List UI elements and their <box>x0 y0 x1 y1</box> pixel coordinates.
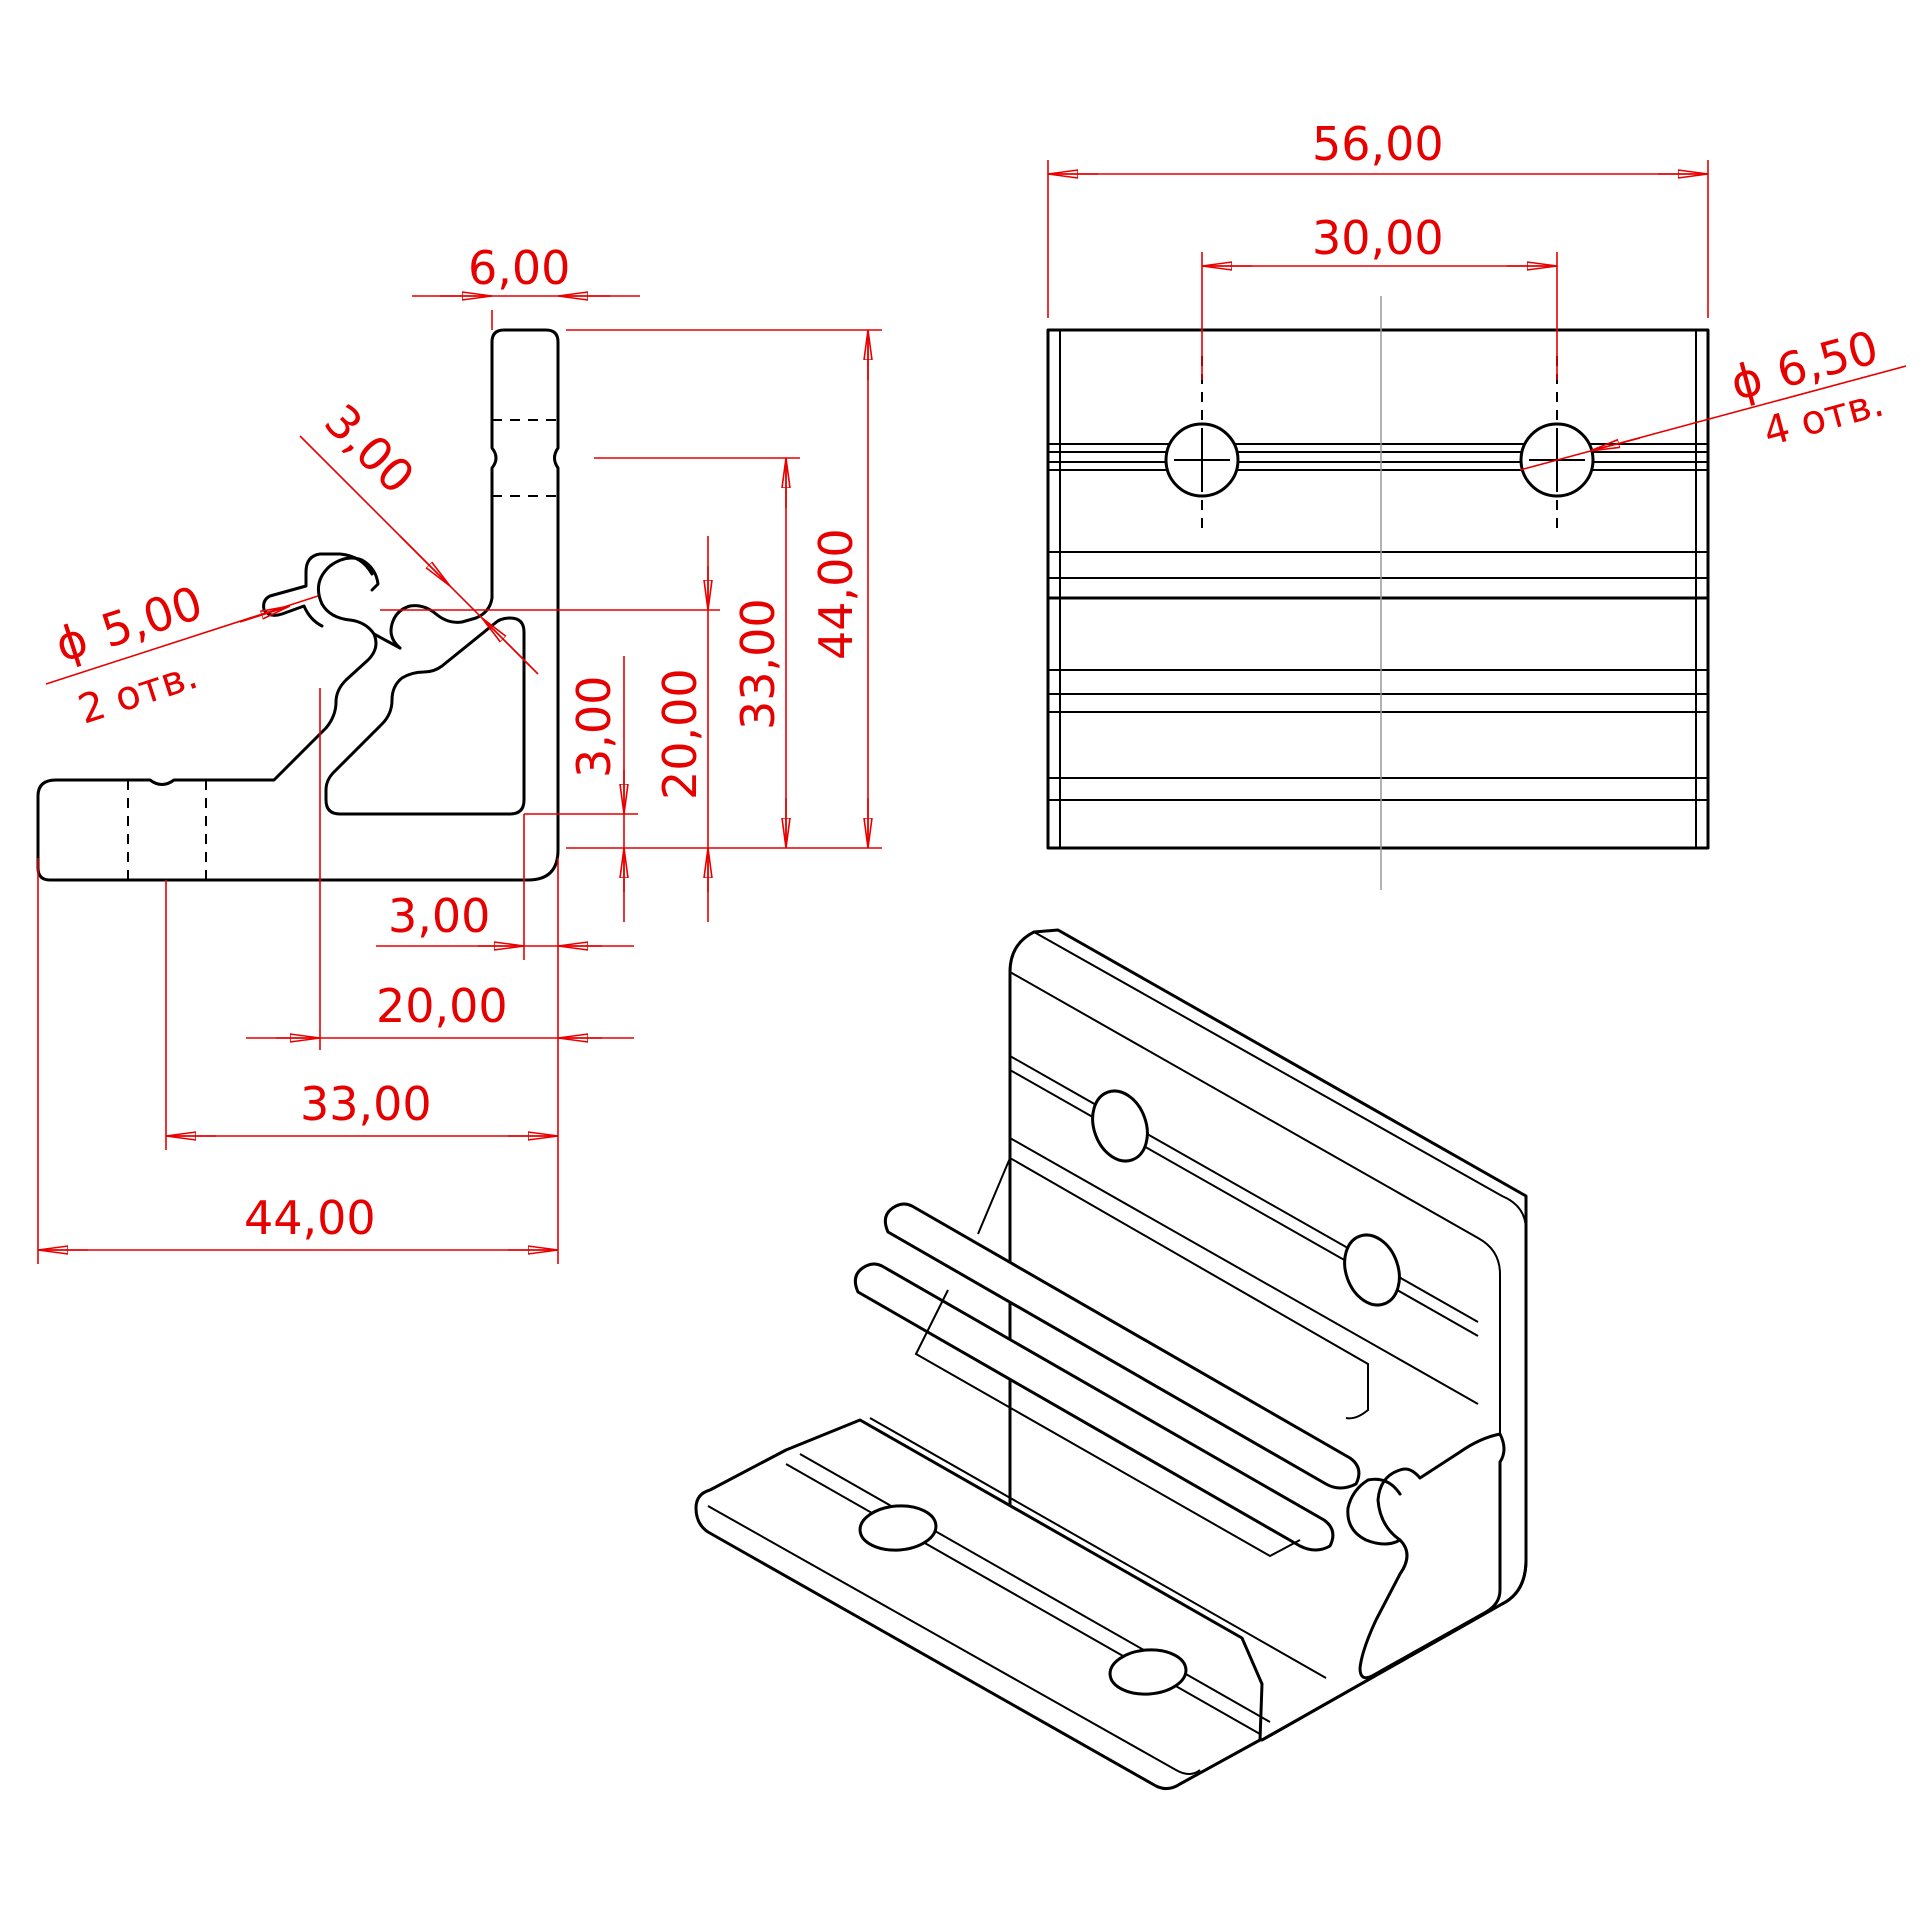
dim-hole5-arrow <box>239 606 290 623</box>
top-view-outline <box>1046 328 1710 850</box>
iso-base-groove-1 <box>785 1463 1261 1735</box>
side-vertical-inner-edge <box>389 340 498 650</box>
iso-base-groove-3 <box>869 1417 1327 1679</box>
iso-rib-2 <box>853 1262 1335 1552</box>
dim-hole65-leader <box>1519 365 1907 471</box>
iso-base-groove-2 <box>799 1453 1271 1723</box>
dim-20b-label: 20,00 <box>376 979 508 1033</box>
dim-6-label: 6,00 <box>468 241 570 295</box>
dim-20r-label: 20,00 <box>653 668 707 800</box>
side-hook-upper <box>304 552 402 650</box>
dim-hole65-arrow <box>1590 437 1641 451</box>
isometric-view <box>694 928 1528 1791</box>
iso-vertical-groove-2 <box>1009 1069 1479 1337</box>
iso-hole-vertical-2 <box>1343 1233 1401 1307</box>
dim-3r-label: 3,00 <box>567 676 621 778</box>
dim-3-slot-arrow-2 <box>482 618 531 667</box>
side-view-final <box>36 328 560 882</box>
iso-base-plate <box>694 1418 1264 1791</box>
dim-hole65-count: 4 отв. <box>1759 380 1889 456</box>
dim-56-label: 56,00 <box>1312 117 1444 171</box>
iso-rib-1 <box>883 1202 1361 1490</box>
dim-44b-label: 44,00 <box>244 1191 376 1245</box>
iso-vertical-top-face <box>1009 971 1501 1434</box>
iso-vertical-top-edge <box>1033 931 1527 1231</box>
iso-hole-base-2 <box>1108 1648 1188 1696</box>
side-outer-edge <box>36 328 560 882</box>
top-view-dimensions: 56,00 30,00 ϕ 6,50 4 отв. <box>1047 117 1907 471</box>
iso-base-top-edge <box>707 1505 1201 1775</box>
dim-33b-label: 33,00 <box>300 1077 432 1131</box>
dim-33r-label: 33,00 <box>731 598 785 730</box>
dim-44r-label: 44,00 <box>809 528 863 660</box>
iso-vertical-groove-3 <box>1009 1137 1479 1405</box>
iso-rib-face <box>977 1156 1369 1420</box>
side-cavity <box>324 616 526 816</box>
dim-30-label: 30,00 <box>1312 211 1444 265</box>
iso-end-hook <box>1346 1477 1402 1546</box>
dim-hole65-symbol: ϕ <box>1725 351 1768 411</box>
iso-web-face <box>914 1289 1301 1558</box>
dim-3b-label: 3,00 <box>388 889 490 943</box>
top-view <box>1046 296 1710 890</box>
dim-3-slot-arrow-1 <box>399 535 450 586</box>
iso-end-profile <box>1260 1432 1528 1742</box>
iso-hole-vertical-1 <box>1091 1089 1149 1163</box>
iso-hole-base-1 <box>858 1504 938 1552</box>
side-hook-lower <box>320 602 376 636</box>
